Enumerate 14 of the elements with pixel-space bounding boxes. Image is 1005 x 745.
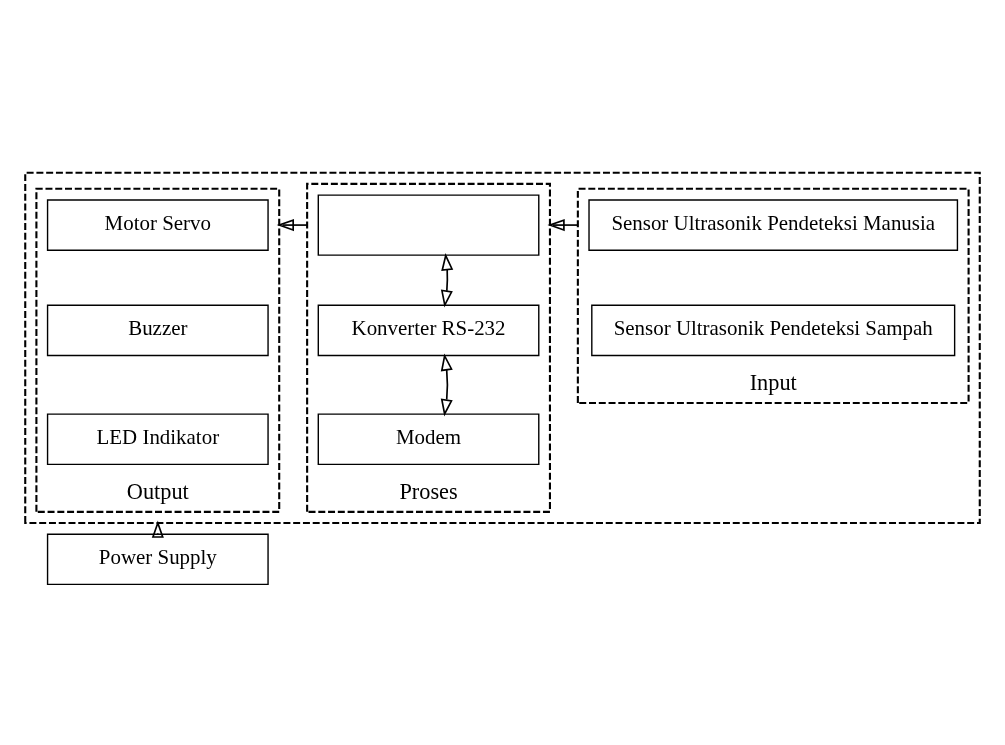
node-box [317, 193, 540, 256]
node-box: Buzzer [46, 304, 269, 356]
cluster [24, 171, 981, 524]
node-box: Sensor Ultrasonik Pendeteksi Sampah [591, 304, 956, 356]
node-box: LED Indikator [46, 412, 269, 465]
arrow [440, 252, 454, 308]
node-box: Sensor Ultrasonik Pendeteksi Manusia [588, 198, 959, 251]
arrow [276, 218, 308, 231]
node-box: Motor Servo [46, 198, 269, 251]
arrow [440, 352, 453, 416]
node-box: Konverter RS-232 [317, 304, 540, 356]
node-box: Modem [317, 412, 540, 465]
arrow [547, 218, 579, 231]
arrow [151, 520, 164, 538]
